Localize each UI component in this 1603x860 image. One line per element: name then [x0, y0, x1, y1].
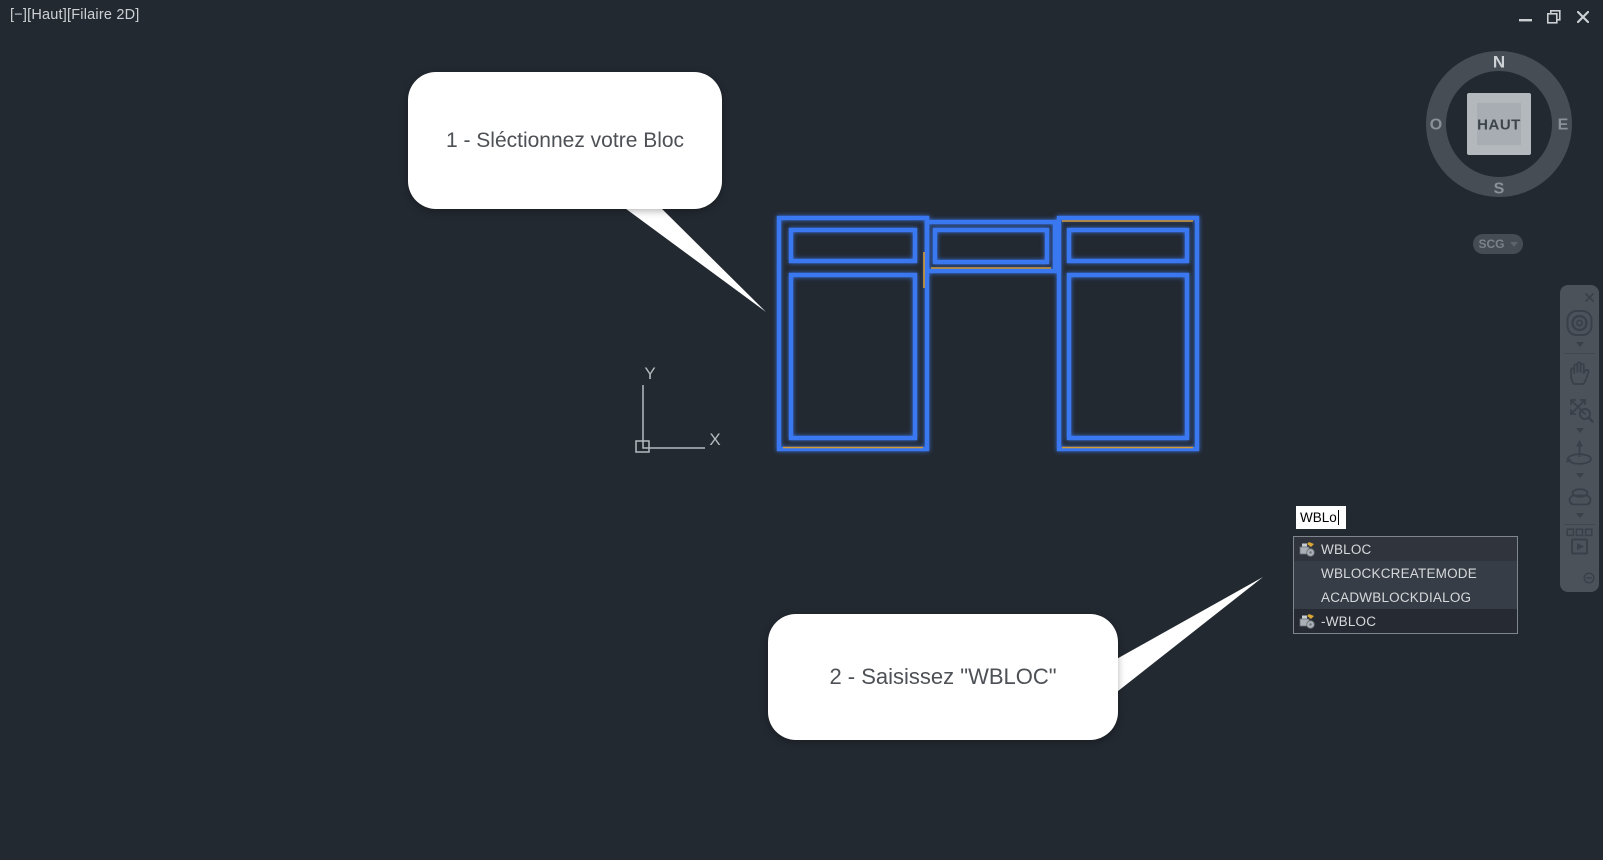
- autocomplete-item-label: WBLOC: [1321, 541, 1372, 557]
- orbit-menu-chevron[interactable]: [1575, 473, 1584, 478]
- motion-frames-button[interactable]: [1566, 528, 1593, 557]
- wblock-icon: [1299, 542, 1315, 557]
- showmotion-icon: [1568, 488, 1591, 506]
- zoom-button[interactable]: [1565, 393, 1595, 423]
- block-original-color-lines: [783, 220, 1193, 449]
- compass-north-label[interactable]: N: [1493, 53, 1505, 72]
- callout-1-tail: [618, 203, 766, 312]
- autocomplete-item-acadwblockdialog[interactable]: ACADWBLOCKDIALOG: [1294, 585, 1517, 609]
- command-autocomplete: WBLOC WBLOCKCREATEMODE ACADWBLOCKDIALOG …: [1293, 536, 1518, 634]
- view-control-button[interactable]: [Haut]: [27, 7, 68, 23]
- command-input[interactable]: WBLo: [1296, 506, 1346, 529]
- autocomplete-item-label: ACADWBLOCKDIALOG: [1321, 589, 1472, 605]
- ucs-selector-badge[interactable]: SCG: [1473, 234, 1523, 254]
- navbar-divider: [1564, 353, 1595, 354]
- navigation-bar: [1560, 285, 1599, 592]
- minus-circle-icon: [1583, 572, 1595, 584]
- callout-1-text: 1 - Sléctionnez votre Bloc: [445, 128, 685, 152]
- ucs-badge-label: SCG: [1478, 237, 1505, 251]
- autocomplete-item-wblockcreatemode[interactable]: WBLOCKCREATEMODE: [1294, 561, 1517, 585]
- close-button[interactable]: [1575, 9, 1591, 25]
- visual-style-control-button[interactable]: [Filaire 2D]: [67, 7, 140, 23]
- compass-west-label[interactable]: O: [1430, 117, 1442, 134]
- wblock-icon: [1299, 614, 1315, 629]
- viewcube[interactable]: N O E S HAUT: [1426, 51, 1572, 198]
- selected-block-desk[interactable]: [776, 215, 1200, 452]
- callout-2-text: 2 - Saisissez "WBLOC": [829, 664, 1057, 689]
- wheel-menu-chevron[interactable]: [1575, 342, 1584, 347]
- autocomplete-item-label: WBLOCKCREATEMODE: [1321, 565, 1477, 581]
- callout-1: 1 - Sléctionnez votre Bloc: [408, 72, 722, 209]
- window-controls: [1517, 9, 1591, 25]
- compass-east-label[interactable]: E: [1558, 117, 1569, 134]
- compass-south-label[interactable]: S: [1494, 181, 1505, 198]
- text-caret: [1337, 510, 1340, 525]
- orbit-icon: [1566, 440, 1592, 465]
- viewport-menu-button[interactable]: [−]: [10, 7, 28, 23]
- ucs-x-axis-label: X: [709, 430, 720, 449]
- navbar-divider: [1564, 524, 1595, 525]
- ucs-y-axis-label: Y: [644, 364, 655, 383]
- showmotion-button[interactable]: [1567, 485, 1593, 508]
- restore-icon: [1547, 10, 1561, 24]
- showmotion-menu-chevron[interactable]: [1575, 513, 1584, 518]
- steering-wheel-icon: [1566, 310, 1593, 336]
- autocomplete-item-label: -WBLOC: [1321, 613, 1377, 629]
- chevron-down-icon: [1509, 241, 1518, 247]
- autocomplete-item-minus-wbloc[interactable]: -WBLOC: [1294, 609, 1517, 633]
- callout-2-tail: [1113, 577, 1263, 695]
- viewcube-face-label: HAUT: [1477, 117, 1521, 134]
- navbar-close-button[interactable]: [1585, 289, 1594, 307]
- command-input-value: WBLo: [1300, 510, 1337, 525]
- zoom-icon: [1569, 399, 1594, 423]
- callout-2: 2 - Saisissez "WBLOC": [768, 614, 1118, 740]
- pan-hand-icon: [1569, 361, 1589, 385]
- close-icon: [1577, 11, 1589, 23]
- minimize-icon: [1518, 18, 1532, 21]
- viewcube-top-face-inner: [1477, 103, 1521, 145]
- motion-frames-icon: [1566, 528, 1593, 555]
- viewport-controls: [−] [Haut] [Filaire 2D]: [10, 7, 140, 23]
- pan-button[interactable]: [1567, 359, 1593, 387]
- steering-wheel-button[interactable]: [1566, 309, 1593, 339]
- ucs-icon: [635, 385, 705, 453]
- orbit-button[interactable]: [1565, 439, 1594, 469]
- zoom-menu-chevron[interactable]: [1575, 428, 1584, 433]
- navbar-close-icon: [1585, 293, 1594, 302]
- minimize-button[interactable]: [1517, 9, 1533, 25]
- navbar-collapse-button[interactable]: [1583, 571, 1595, 589]
- autocomplete-item-wbloc[interactable]: WBLOC: [1294, 537, 1517, 561]
- viewcube-compass-ring[interactable]: [1426, 51, 1572, 197]
- restore-button[interactable]: [1546, 9, 1562, 25]
